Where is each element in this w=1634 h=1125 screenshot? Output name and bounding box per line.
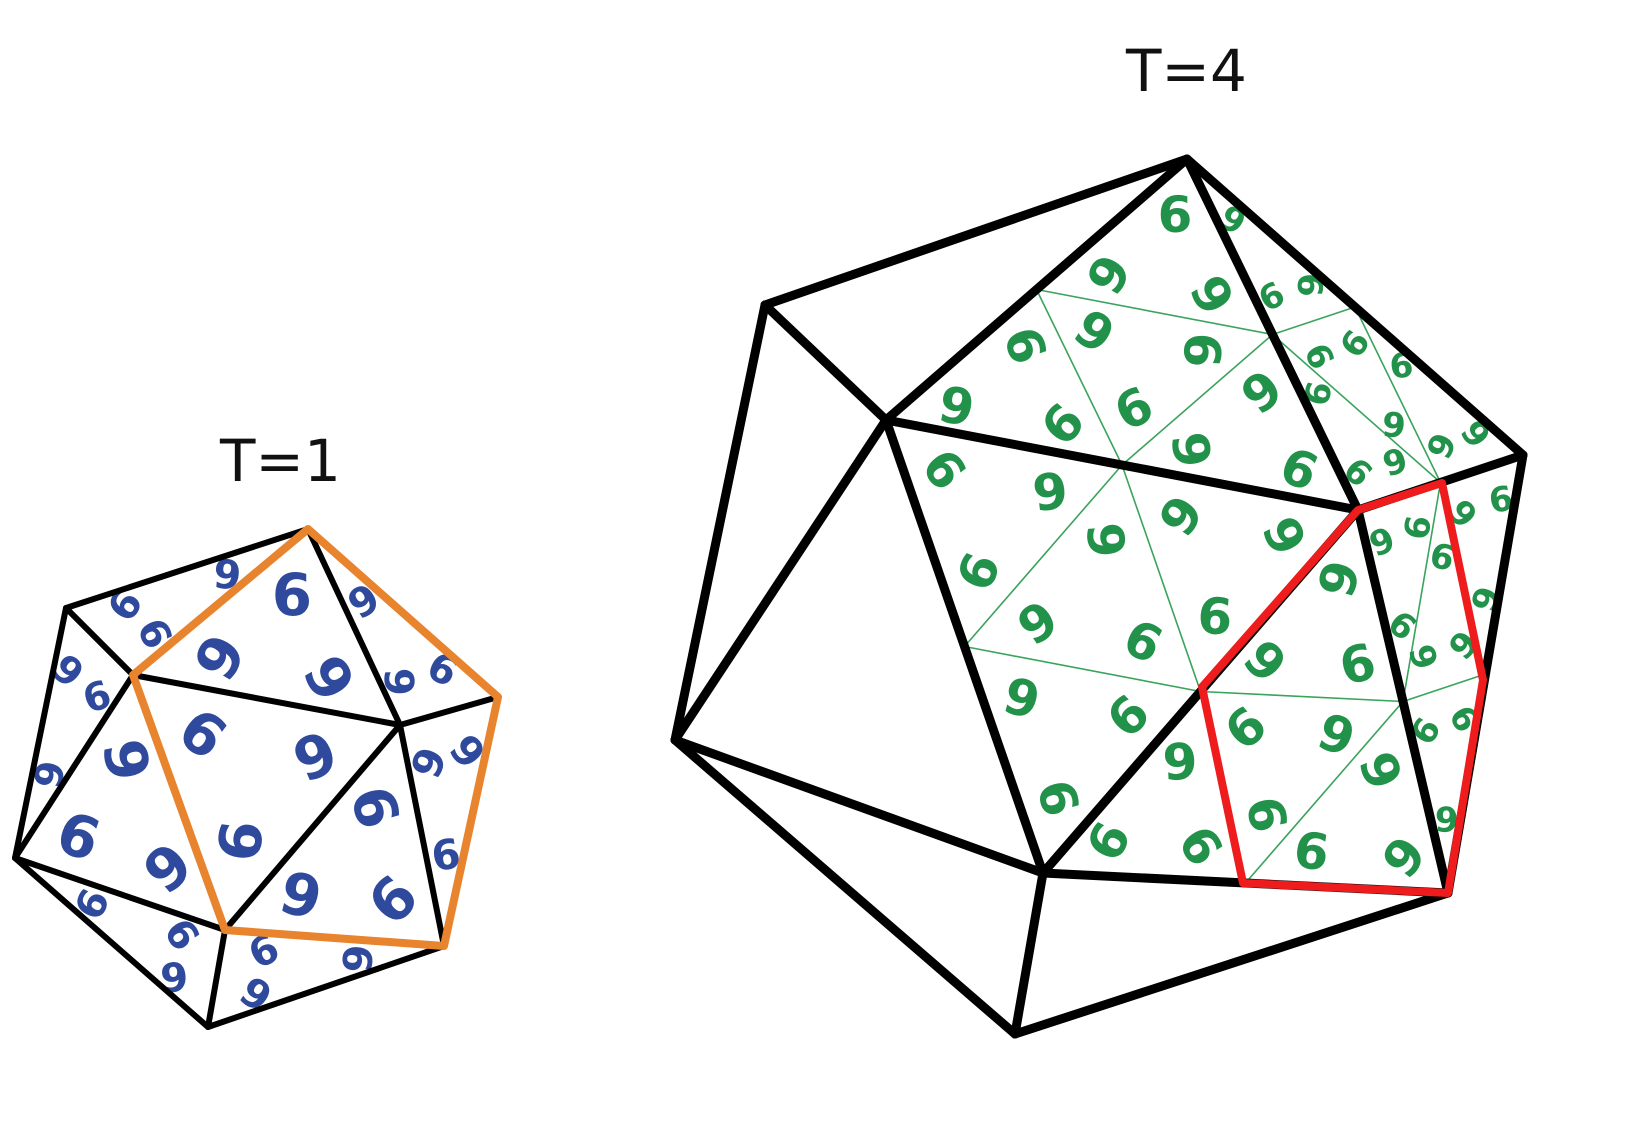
- t4-glyph: 6: [1158, 186, 1193, 244]
- t1-edge: [397, 722, 447, 949]
- t1-glyph: 6: [48, 798, 108, 875]
- t1-edge: [205, 943, 447, 1030]
- t4-edge: [881, 415, 1363, 515]
- t4-subdivision-line: [1354, 306, 1442, 484]
- t4-edge: [1182, 154, 1363, 515]
- t1-glyph: 6: [78, 672, 117, 723]
- t4-edge: [760, 154, 1192, 310]
- t4-edge: [881, 415, 1048, 878]
- t4-glyph: 6: [1172, 331, 1232, 369]
- t4-glyph: 6: [1252, 507, 1319, 564]
- t4-subdivision-line: [963, 464, 1123, 648]
- t4-hexamer-outline: [1198, 479, 1487, 897]
- t4-edge: [881, 154, 1192, 425]
- t1-pentamer-outline-path: [129, 525, 502, 950]
- t1-edge: [222, 722, 403, 933]
- t1-edge: [397, 694, 501, 728]
- t4-subdivision-line: [1402, 673, 1487, 703]
- t4-glyph: 6: [1234, 792, 1298, 837]
- t4-glyph: 6: [1025, 774, 1090, 823]
- t4-subdivision-line: [1244, 700, 1404, 884]
- t4-glyph: 6: [1180, 265, 1248, 324]
- t4-glyph: 6: [1105, 375, 1162, 442]
- t4-glyph: 6: [910, 438, 977, 501]
- t4-glyph: 6: [1065, 296, 1126, 364]
- t1-edge: [205, 927, 228, 1030]
- t4-icosahedron-edges: [670, 154, 1528, 1039]
- t4-glyph: 6: [1377, 438, 1411, 483]
- t1-edge: [12, 855, 228, 933]
- t1-edge: [12, 605, 69, 861]
- t4-subdivision-line: [1271, 333, 1442, 484]
- t4-subdivision-line: [1402, 481, 1442, 703]
- t4-glyph: 6: [1229, 357, 1292, 424]
- t4-glyph: 6: [1162, 428, 1224, 471]
- t1-glyph: 6: [355, 862, 432, 938]
- t1-glyph: 6: [291, 643, 370, 712]
- t4-edge: [1010, 888, 1453, 1039]
- t4-glyph: 6: [1334, 632, 1382, 697]
- t1-glyph: 6: [166, 695, 239, 774]
- t4-glyph: 6: [1214, 695, 1278, 762]
- t1-edge: [63, 605, 136, 678]
- t1-edge: [12, 672, 136, 861]
- t4-subdivision-line: [1035, 288, 1123, 466]
- t4-glyph: 6: [1402, 639, 1447, 674]
- t4-glyph: 6: [1029, 459, 1071, 521]
- t4-glyph: 6: [1077, 520, 1137, 559]
- t4-glyph: 6: [1114, 608, 1171, 675]
- t4-glyph: 6: [1369, 824, 1436, 887]
- t4-edge: [760, 300, 891, 425]
- t1-glyph: 6: [205, 817, 277, 865]
- t1-pentamer-outline: [129, 525, 502, 950]
- t4-hexamer-outline-path: [1198, 479, 1487, 897]
- t4-glyph: 6: [1166, 816, 1234, 877]
- t1-edge: [305, 526, 403, 728]
- t4-glyph: 6: [1417, 426, 1463, 464]
- t4-subdivision-line: [1121, 464, 1202, 693]
- label-t1: T=1: [220, 427, 341, 495]
- t1-glyph: 6: [158, 952, 189, 1000]
- t1-edge: [130, 672, 403, 728]
- t4-glyph: 6: [1290, 820, 1333, 882]
- t4-edge: [1182, 154, 1528, 460]
- t4-glyph: 6: [1161, 730, 1199, 790]
- t1-edge: [12, 855, 211, 1030]
- t1-glyph: 6: [283, 716, 347, 794]
- t4-subdivision-line: [1035, 288, 1274, 336]
- t4-glyph: 6: [1381, 402, 1408, 444]
- t1-glyph: 6: [272, 561, 312, 629]
- t4-edge: [670, 300, 770, 745]
- label-t4: T=4: [1126, 37, 1247, 105]
- t4-subdivision-line: [963, 645, 1202, 693]
- t4-subdivision-line: [1271, 306, 1356, 336]
- t4-subdivision-line: [1121, 333, 1274, 466]
- t4-glyph: 6: [1006, 588, 1067, 656]
- t1-glyph: 6: [179, 622, 258, 691]
- t4-glyph: 6: [1196, 587, 1235, 647]
- t4-edge: [670, 735, 1020, 1039]
- t4-edge: [1353, 505, 1453, 898]
- t4-glyph: 6: [991, 320, 1057, 372]
- t1-edge: [63, 526, 311, 611]
- t4-edge: [670, 415, 891, 745]
- t4-glyph: 6: [998, 664, 1047, 729]
- t4-glyph: 6: [1349, 743, 1416, 797]
- t4-edge: [1010, 868, 1048, 1039]
- t4-glyph: 6: [1146, 484, 1214, 545]
- t4-edge: [670, 735, 1048, 878]
- t4-subdivision-line: [1199, 690, 1404, 703]
- t4-glyph: 6: [945, 544, 1012, 599]
- t4-glyph: 6: [1096, 684, 1162, 750]
